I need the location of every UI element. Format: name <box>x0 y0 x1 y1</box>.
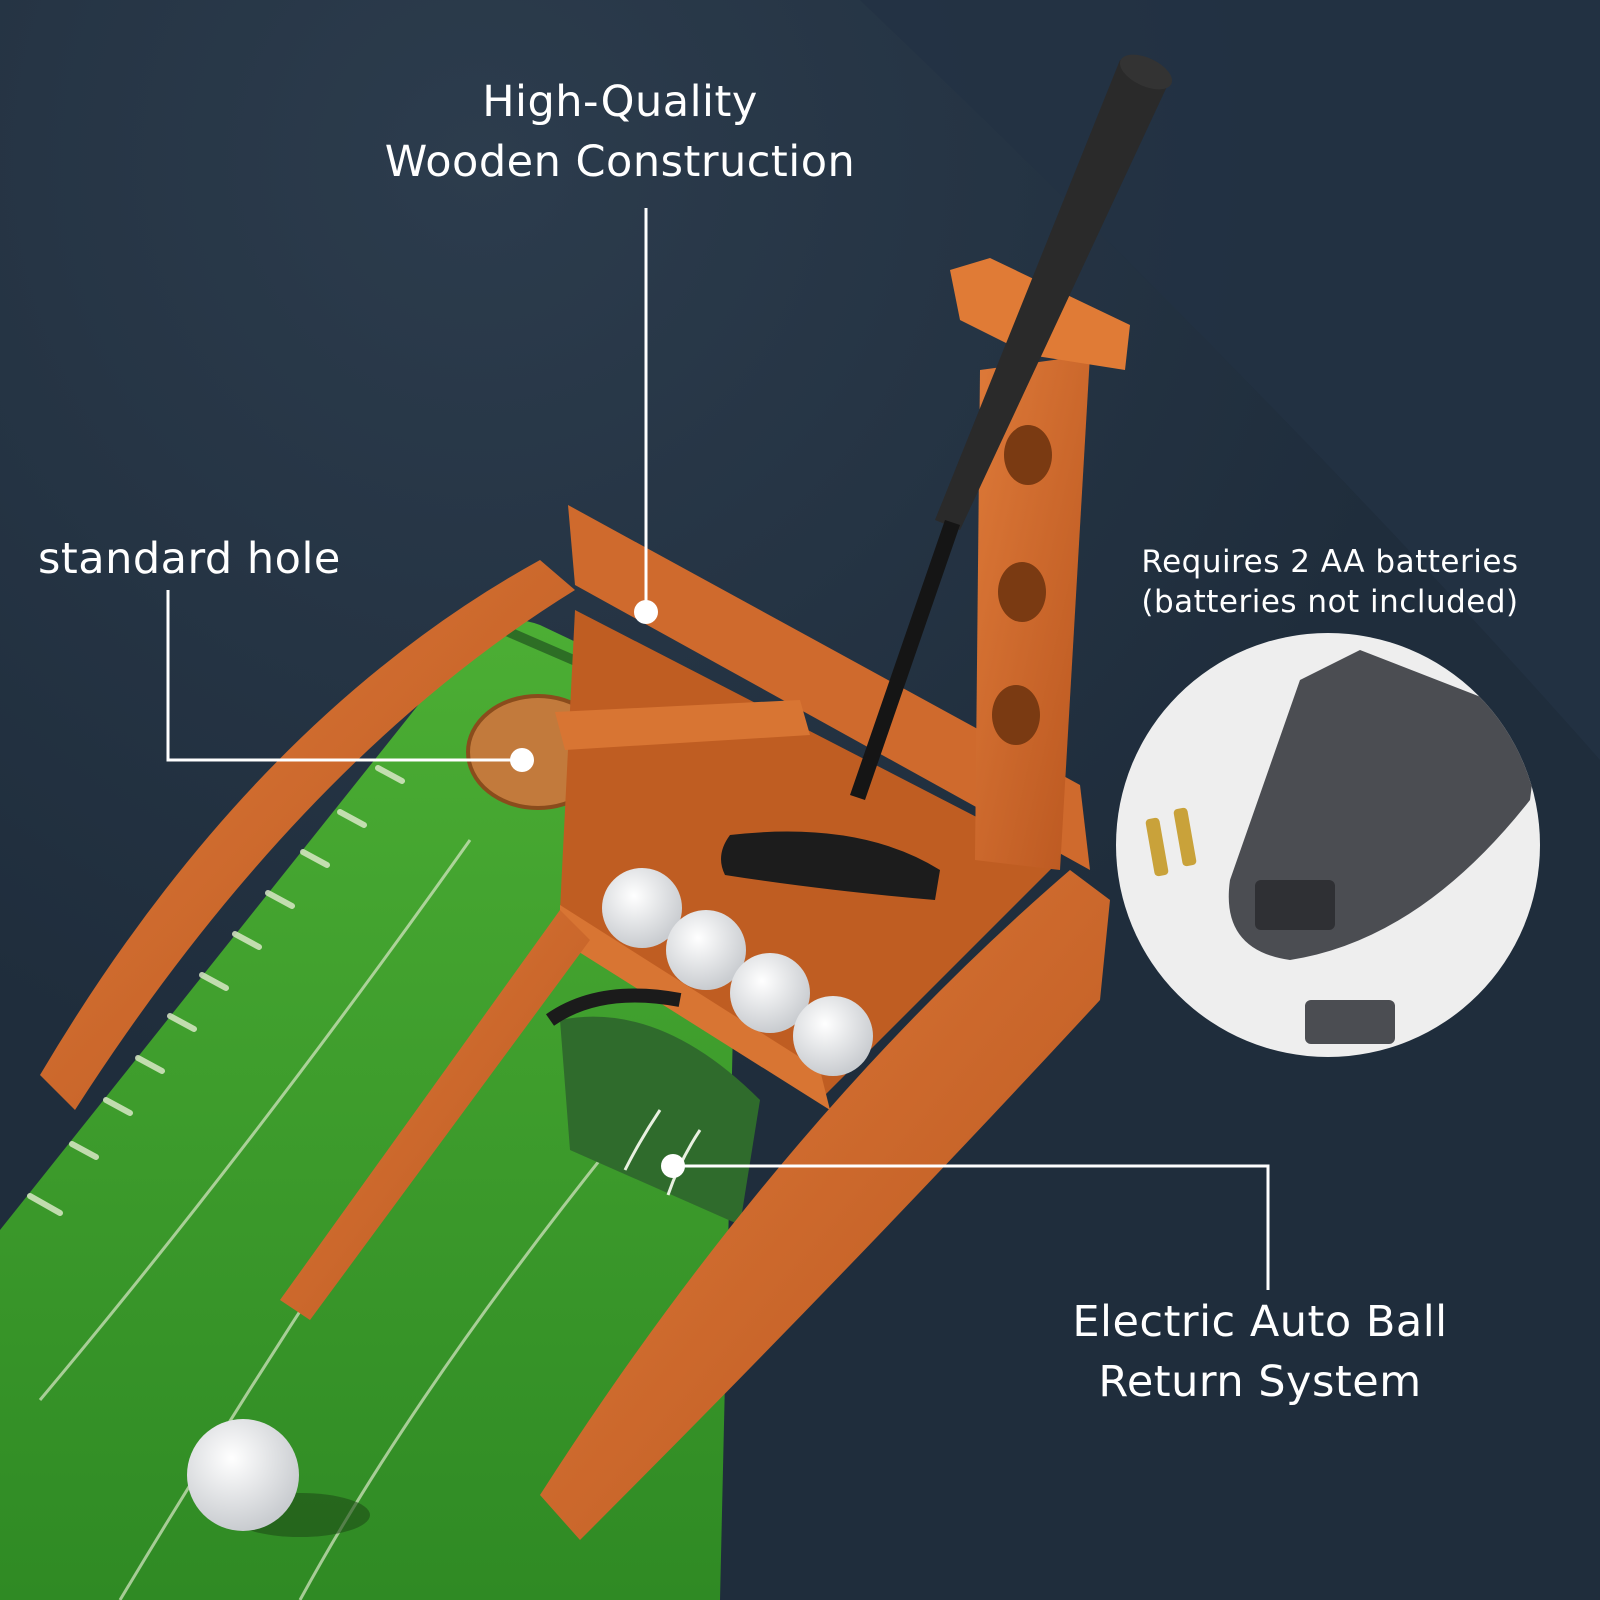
golf-ball <box>602 868 682 948</box>
aa-battery <box>1173 807 1197 867</box>
putter-grip <box>935 60 1170 530</box>
callout-wooden-line1: High-Quality <box>482 77 758 127</box>
golf-balls-rack <box>602 868 873 1076</box>
dot-marker-icon <box>510 748 534 772</box>
callout-line-hole <box>166 590 522 762</box>
dot-marker-icon <box>661 1154 685 1178</box>
dot-marker-icon <box>634 600 658 624</box>
stand-hole-3 <box>992 685 1040 745</box>
callout-line-return <box>673 1164 1270 1290</box>
battery-compartment <box>1255 880 1335 930</box>
ball-return-tunnel <box>560 1016 760 1225</box>
putter-shaft <box>850 520 960 800</box>
left-wood-rail <box>40 560 575 1110</box>
golf-ball <box>666 910 746 990</box>
callout-return-line1: Electric Auto Ball <box>1072 1297 1448 1347</box>
golf-ball-on-mat <box>187 1419 299 1531</box>
callout-lines <box>166 208 1270 1290</box>
putter-head <box>721 831 940 900</box>
back-wood-panel <box>568 505 1090 870</box>
putter <box>721 54 1173 900</box>
callout-wooden-line2: Wooden Construction <box>384 137 856 187</box>
callout-standard-hole: standard hole <box>38 533 358 587</box>
right-wood-wall <box>540 870 1110 1540</box>
stand-hole-2 <box>998 562 1046 622</box>
battery-inset <box>1116 633 1540 1057</box>
callout-batteries-line2: (batteries not included) <box>1141 584 1519 620</box>
callout-hole-text: standard hole <box>38 534 341 584</box>
background-shade <box>860 0 1600 760</box>
callout-batteries: Requires 2 AA batteries (batteries not i… <box>1130 542 1530 622</box>
callout-wooden-construction: High-Quality Wooden Construction <box>350 72 890 192</box>
putting-mat <box>0 620 740 1600</box>
golf-ball <box>730 953 810 1033</box>
golf-ball <box>793 996 873 1076</box>
mat-distance-marks <box>27 765 405 1216</box>
callout-return-line2: Return System <box>1098 1357 1422 1407</box>
aa-battery <box>1145 817 1169 877</box>
callout-auto-return: Electric Auto Ball Return System <box>1050 1292 1470 1412</box>
callout-markers <box>510 600 685 1178</box>
callout-batteries-line1: Requires 2 AA batteries <box>1141 544 1519 580</box>
battery-cover <box>1305 1000 1395 1044</box>
inner-wood-wall <box>280 910 590 1320</box>
stand-hole-1 <box>1004 425 1052 485</box>
ball-rack-divider <box>560 905 830 1110</box>
